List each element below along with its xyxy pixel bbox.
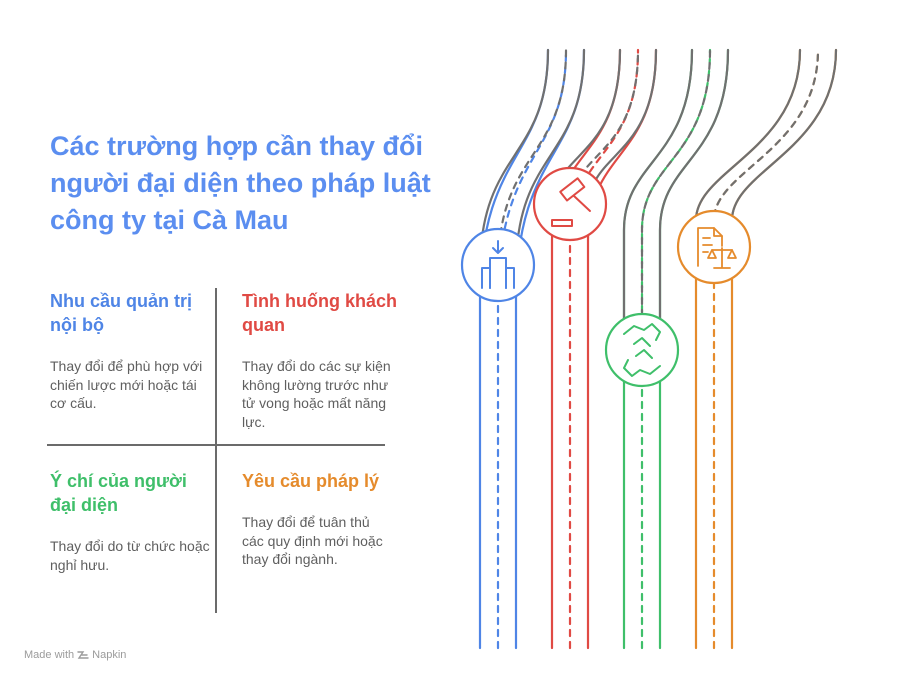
building-arrow-icon <box>460 227 536 303</box>
vertical-divider <box>215 288 217 613</box>
made-with-label: Made with <box>24 649 75 661</box>
legal-document-scale-icon <box>676 209 752 285</box>
quadrant-text: Thay đổi do các sự kiện không lường trướ… <box>242 358 391 430</box>
road-blue <box>478 48 586 650</box>
napkin-logo-icon <box>77 651 89 659</box>
footer: Made with Napkin <box>24 649 126 661</box>
quadrant-internal-governance: Nhu cầu quản trị nội bộ Thay đổi để phù … <box>50 289 210 413</box>
quadrant-heading: Tình huống khách quan <box>242 291 397 335</box>
horizontal-divider <box>47 444 385 446</box>
quadrant-representative-will: Ý chí của người đại diện Thay đổi do từ … <box>50 469 210 574</box>
quadrant-legal-requirement: Yêu cầu pháp lý Thay đổi để tuân thủ các… <box>242 469 392 569</box>
quadrant-text: Thay đổi để tuân thủ các quy định mới ho… <box>242 514 383 567</box>
napkin-brand[interactable]: Napkin <box>77 649 126 661</box>
gavel-icon <box>532 166 608 242</box>
quadrant-text: Thay đổi để phù hợp với chiến lược mới h… <box>50 358 203 411</box>
quadrant-heading: Nhu cầu quản trị nội bộ <box>50 291 193 335</box>
quadrant-objective-situation: Tình huống khách quan Thay đổi do các sự… <box>242 289 402 431</box>
page-title: Các trường hợp cần thay đổi người đại di… <box>50 131 431 235</box>
road-orange <box>694 48 838 650</box>
handshake-icon <box>604 312 680 388</box>
quadrant-text: Thay đổi do từ chức hoặc nghỉ hưu. <box>50 538 210 573</box>
quadrant-heading: Ý chí của người đại diện <box>50 471 187 515</box>
brand-label: Napkin <box>92 649 127 661</box>
quadrant-heading: Yêu cầu pháp lý <box>242 471 380 491</box>
